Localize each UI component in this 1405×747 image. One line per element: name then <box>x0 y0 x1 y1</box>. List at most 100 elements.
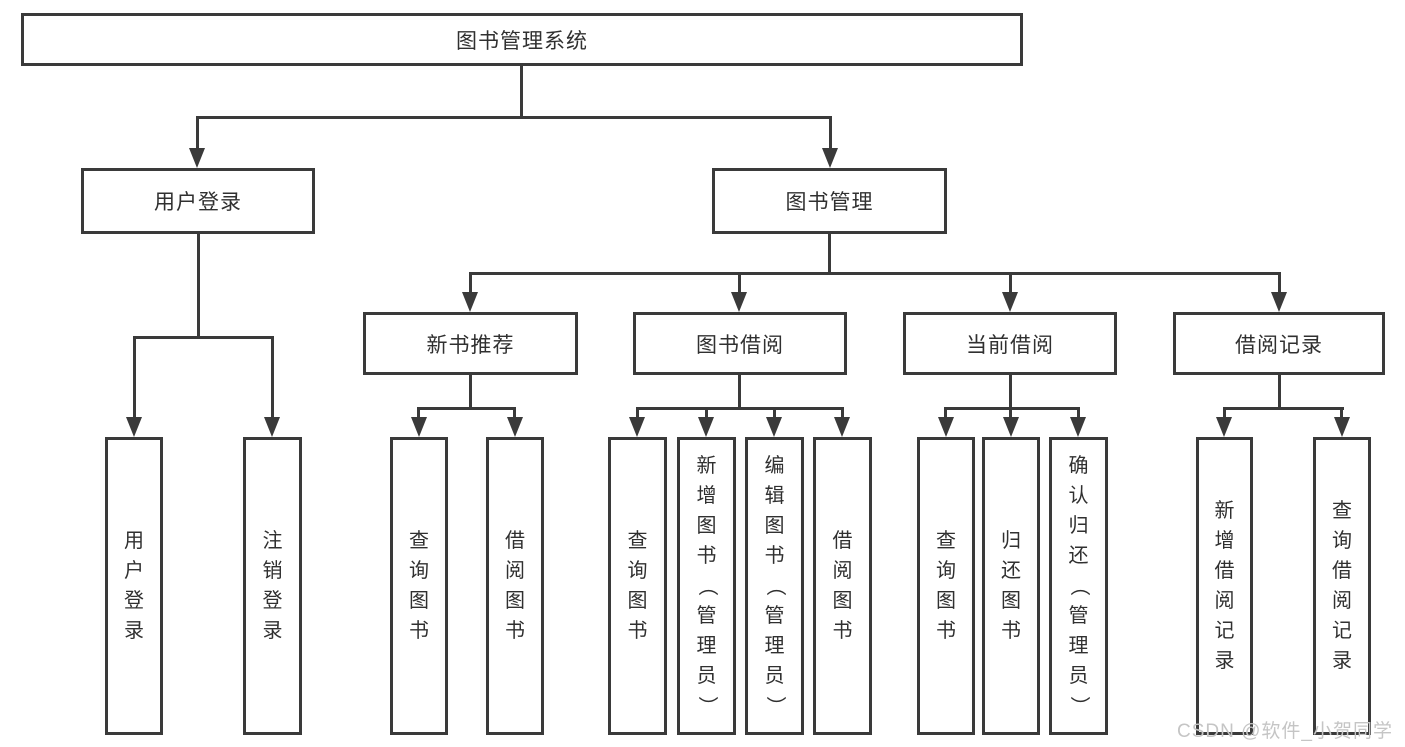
arrowhead-icon <box>189 148 205 168</box>
connector-book-borrowing-rail <box>636 407 844 410</box>
node-leaf-return-books: 归还图书 <box>982 437 1040 735</box>
vertical-char: 录 <box>1332 650 1352 672</box>
arrowhead-icon <box>1070 417 1086 437</box>
connector-to-leaf-logout <box>271 336 274 420</box>
arrowhead-icon <box>1334 417 1350 437</box>
connector-borrow-records-stub <box>1278 373 1281 410</box>
node-leaf-borrow-books-2: 借阅图书 <box>813 437 872 735</box>
vertical-char: 阅 <box>1214 590 1235 612</box>
vertical-char: 询 <box>409 560 429 582</box>
vertical-char: 记 <box>1332 620 1352 642</box>
connector-current-borrowing-rail <box>944 407 1080 410</box>
vertical-char: 注 <box>262 530 283 552</box>
arrowhead-icon <box>766 417 782 437</box>
vertical-char: 理 <box>1068 635 1089 657</box>
node-leaf-query-books-3: 查询图书 <box>917 437 975 735</box>
vertical-char: （ <box>763 576 786 596</box>
node-borrow-records: 借阅记录 <box>1173 312 1385 375</box>
connector-to-user-login <box>196 116 199 150</box>
node-leaf-query-borrow-record: 查询借阅记录 <box>1313 437 1371 735</box>
arrowhead-icon <box>834 417 850 437</box>
connector-user-login-rail <box>133 336 274 339</box>
vertical-char: 理 <box>696 635 717 657</box>
vertical-char: 登 <box>262 590 283 612</box>
vertical-char: 新 <box>1214 500 1235 522</box>
vertical-char: 书 <box>696 545 717 567</box>
vertical-char: 增 <box>1214 530 1235 552</box>
node-user-login: 用户登录 <box>81 168 315 234</box>
vertical-char: 书 <box>832 620 853 642</box>
vertical-char: 书 <box>936 620 956 642</box>
vertical-char: 销 <box>262 560 283 582</box>
vertical-char: 阅 <box>832 560 853 582</box>
vertical-char: 书 <box>505 620 525 642</box>
vertical-char: 记 <box>1214 620 1235 642</box>
vertical-char: 员 <box>1068 665 1089 687</box>
vertical-char: 编 <box>764 455 785 477</box>
arrowhead-icon <box>731 292 747 312</box>
vertical-char: 图 <box>696 515 717 537</box>
connector-leaf-stem <box>1223 407 1226 420</box>
vertical-char: 询 <box>936 560 956 582</box>
connector-leaf-stem <box>1077 407 1080 420</box>
connector-to-leaf-user-login <box>133 336 136 420</box>
vertical-char: ） <box>763 696 786 716</box>
arrowhead-icon <box>629 417 645 437</box>
node-new-books: 新书推荐 <box>363 312 578 375</box>
vertical-char: 图 <box>505 590 525 612</box>
vertical-char: 新 <box>696 455 717 477</box>
vertical-char: 借 <box>505 530 525 552</box>
node-leaf-user-login: 用户登录 <box>105 437 163 735</box>
node-user-login-label: 用户登录 <box>154 191 242 214</box>
vertical-char: 查 <box>936 530 956 552</box>
vertical-char: 还 <box>1001 560 1021 582</box>
watermark: CSDN @软件_小贺同学 <box>1177 721 1393 742</box>
vertical-char: 员 <box>696 665 717 687</box>
vertical-char: 询 <box>1332 530 1352 552</box>
connector-to-new-books <box>469 272 472 294</box>
vertical-char: 图 <box>409 590 429 612</box>
vertical-char: 员 <box>764 665 785 687</box>
arrowhead-icon <box>507 417 523 437</box>
vertical-char: 借 <box>1214 560 1235 582</box>
node-book-management-label: 图书管理 <box>785 191 874 214</box>
connector-borrow-records-rail <box>1223 407 1344 410</box>
connector-leaf-stem <box>513 407 516 420</box>
node-leaf-add-books-admin: 新增图书（管理员） <box>677 437 736 735</box>
vertical-char: 书 <box>1001 620 1021 642</box>
vertical-char: 增 <box>696 485 717 507</box>
vertical-char: 借 <box>1332 560 1352 582</box>
connector-leaf-stem <box>417 407 420 420</box>
vertical-char: 归 <box>1068 515 1089 537</box>
vertical-char: 确 <box>1068 455 1089 477</box>
arrowhead-icon <box>1271 292 1287 312</box>
arrowhead-icon <box>698 417 714 437</box>
node-leaf-edit-books-admin: 编辑图书（管理员） <box>745 437 804 735</box>
arrowhead-icon <box>264 417 280 437</box>
vertical-char: 管 <box>764 605 785 627</box>
node-borrow-records-label: 借阅记录 <box>1235 333 1323 357</box>
connector-root-rail <box>196 116 832 119</box>
arrowhead-icon <box>411 417 427 437</box>
vertical-char: 询 <box>627 560 648 582</box>
node-leaf-query-books-2: 查询图书 <box>608 437 667 735</box>
connector-to-current-borrowing <box>1009 272 1012 294</box>
vertical-char: 阅 <box>1332 590 1352 612</box>
arrowhead-icon <box>938 417 954 437</box>
arrowhead-icon <box>1003 417 1019 437</box>
connector-new-books-rail <box>417 407 516 410</box>
node-current-borrowing-label: 当前借阅 <box>966 333 1054 357</box>
connector-book-borrowing-stub <box>738 373 741 410</box>
node-leaf-query-books-1: 查询图书 <box>390 437 448 735</box>
node-leaf-borrow-books-1: 借阅图书 <box>486 437 544 735</box>
arrowhead-icon <box>1216 417 1232 437</box>
node-root-label: 图书管理系统 <box>456 29 588 53</box>
connector-book-mgmt-stub <box>828 232 831 275</box>
vertical-char: 管 <box>1068 605 1089 627</box>
connector-root-stub <box>520 64 523 119</box>
node-leaf-confirm-return-admin: 确认归还（管理员） <box>1049 437 1108 735</box>
vertical-char: 书 <box>764 545 785 567</box>
arrowhead-icon <box>462 292 478 312</box>
connector-new-books-stub <box>469 373 472 410</box>
vertical-char: 书 <box>627 620 648 642</box>
